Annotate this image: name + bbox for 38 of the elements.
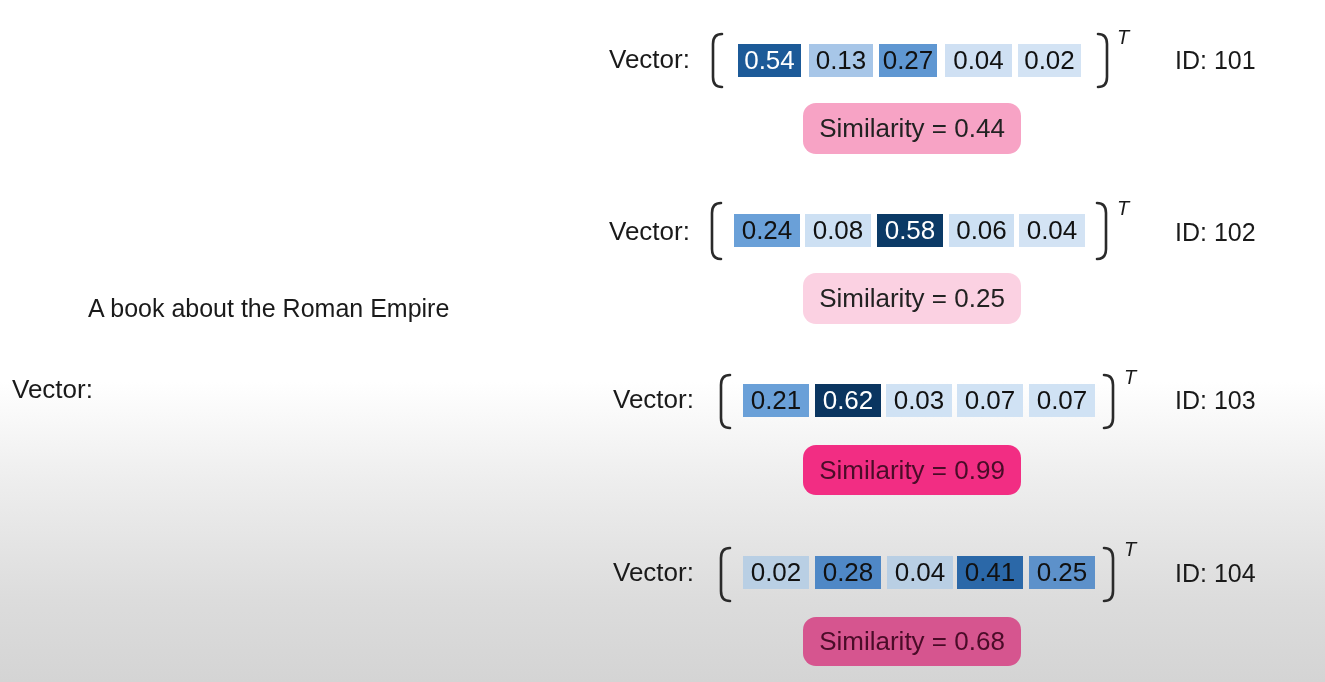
similarity-badge: Similarity = 0.68 [803, 617, 1021, 666]
transpose-mark: T [1124, 365, 1137, 389]
value-cell: 0.25 [1029, 556, 1095, 589]
value-cell: 0.03 [886, 384, 952, 417]
value-cell: 0.28 [815, 556, 881, 589]
value-cell: 0.07 [957, 384, 1023, 417]
id-label: ID: 101 [1175, 45, 1256, 75]
value-cell: 0.62 [815, 384, 881, 417]
value-cell: 0.02 [743, 556, 809, 589]
transpose-mark: T [1117, 196, 1130, 220]
value-cell: 0.04 [945, 44, 1012, 77]
similarity-badge: Similarity = 0.44 [803, 103, 1021, 154]
value-cell: 0.21 [743, 384, 809, 417]
value-cell: 0.04 [1019, 214, 1085, 247]
id-label: ID: 103 [1175, 385, 1256, 415]
id-label: ID: 104 [1175, 558, 1256, 588]
value-cell: 0.27 [879, 44, 937, 77]
id-label: ID: 102 [1175, 217, 1256, 247]
value-cell: 0.08 [805, 214, 871, 247]
vector-label: Vector: [609, 217, 690, 247]
vector-label: Vector: [613, 558, 694, 588]
similarity-badge: Similarity = 0.25 [803, 273, 1021, 324]
vector-label: Vector: [613, 385, 694, 415]
similarity-badge: Similarity = 0.99 [803, 445, 1021, 495]
query-text: A book about the Roman Empire [88, 293, 450, 323]
value-cell: 0.02 [1018, 44, 1081, 77]
transpose-mark: T [1117, 25, 1130, 49]
value-cell: 0.13 [809, 44, 873, 77]
transpose-mark: T [1124, 537, 1137, 561]
value-cell: 0.06 [949, 214, 1014, 247]
value-cell: 0.58 [877, 214, 943, 247]
value-cell: 0.54 [738, 44, 801, 77]
vector-label: Vector: [609, 45, 690, 75]
value-cell: 0.41 [957, 556, 1023, 589]
vector-label: Vector: [12, 375, 93, 405]
value-cell: 0.04 [887, 556, 953, 589]
value-cell: 0.24 [734, 214, 800, 247]
value-cell: 0.07 [1029, 384, 1095, 417]
